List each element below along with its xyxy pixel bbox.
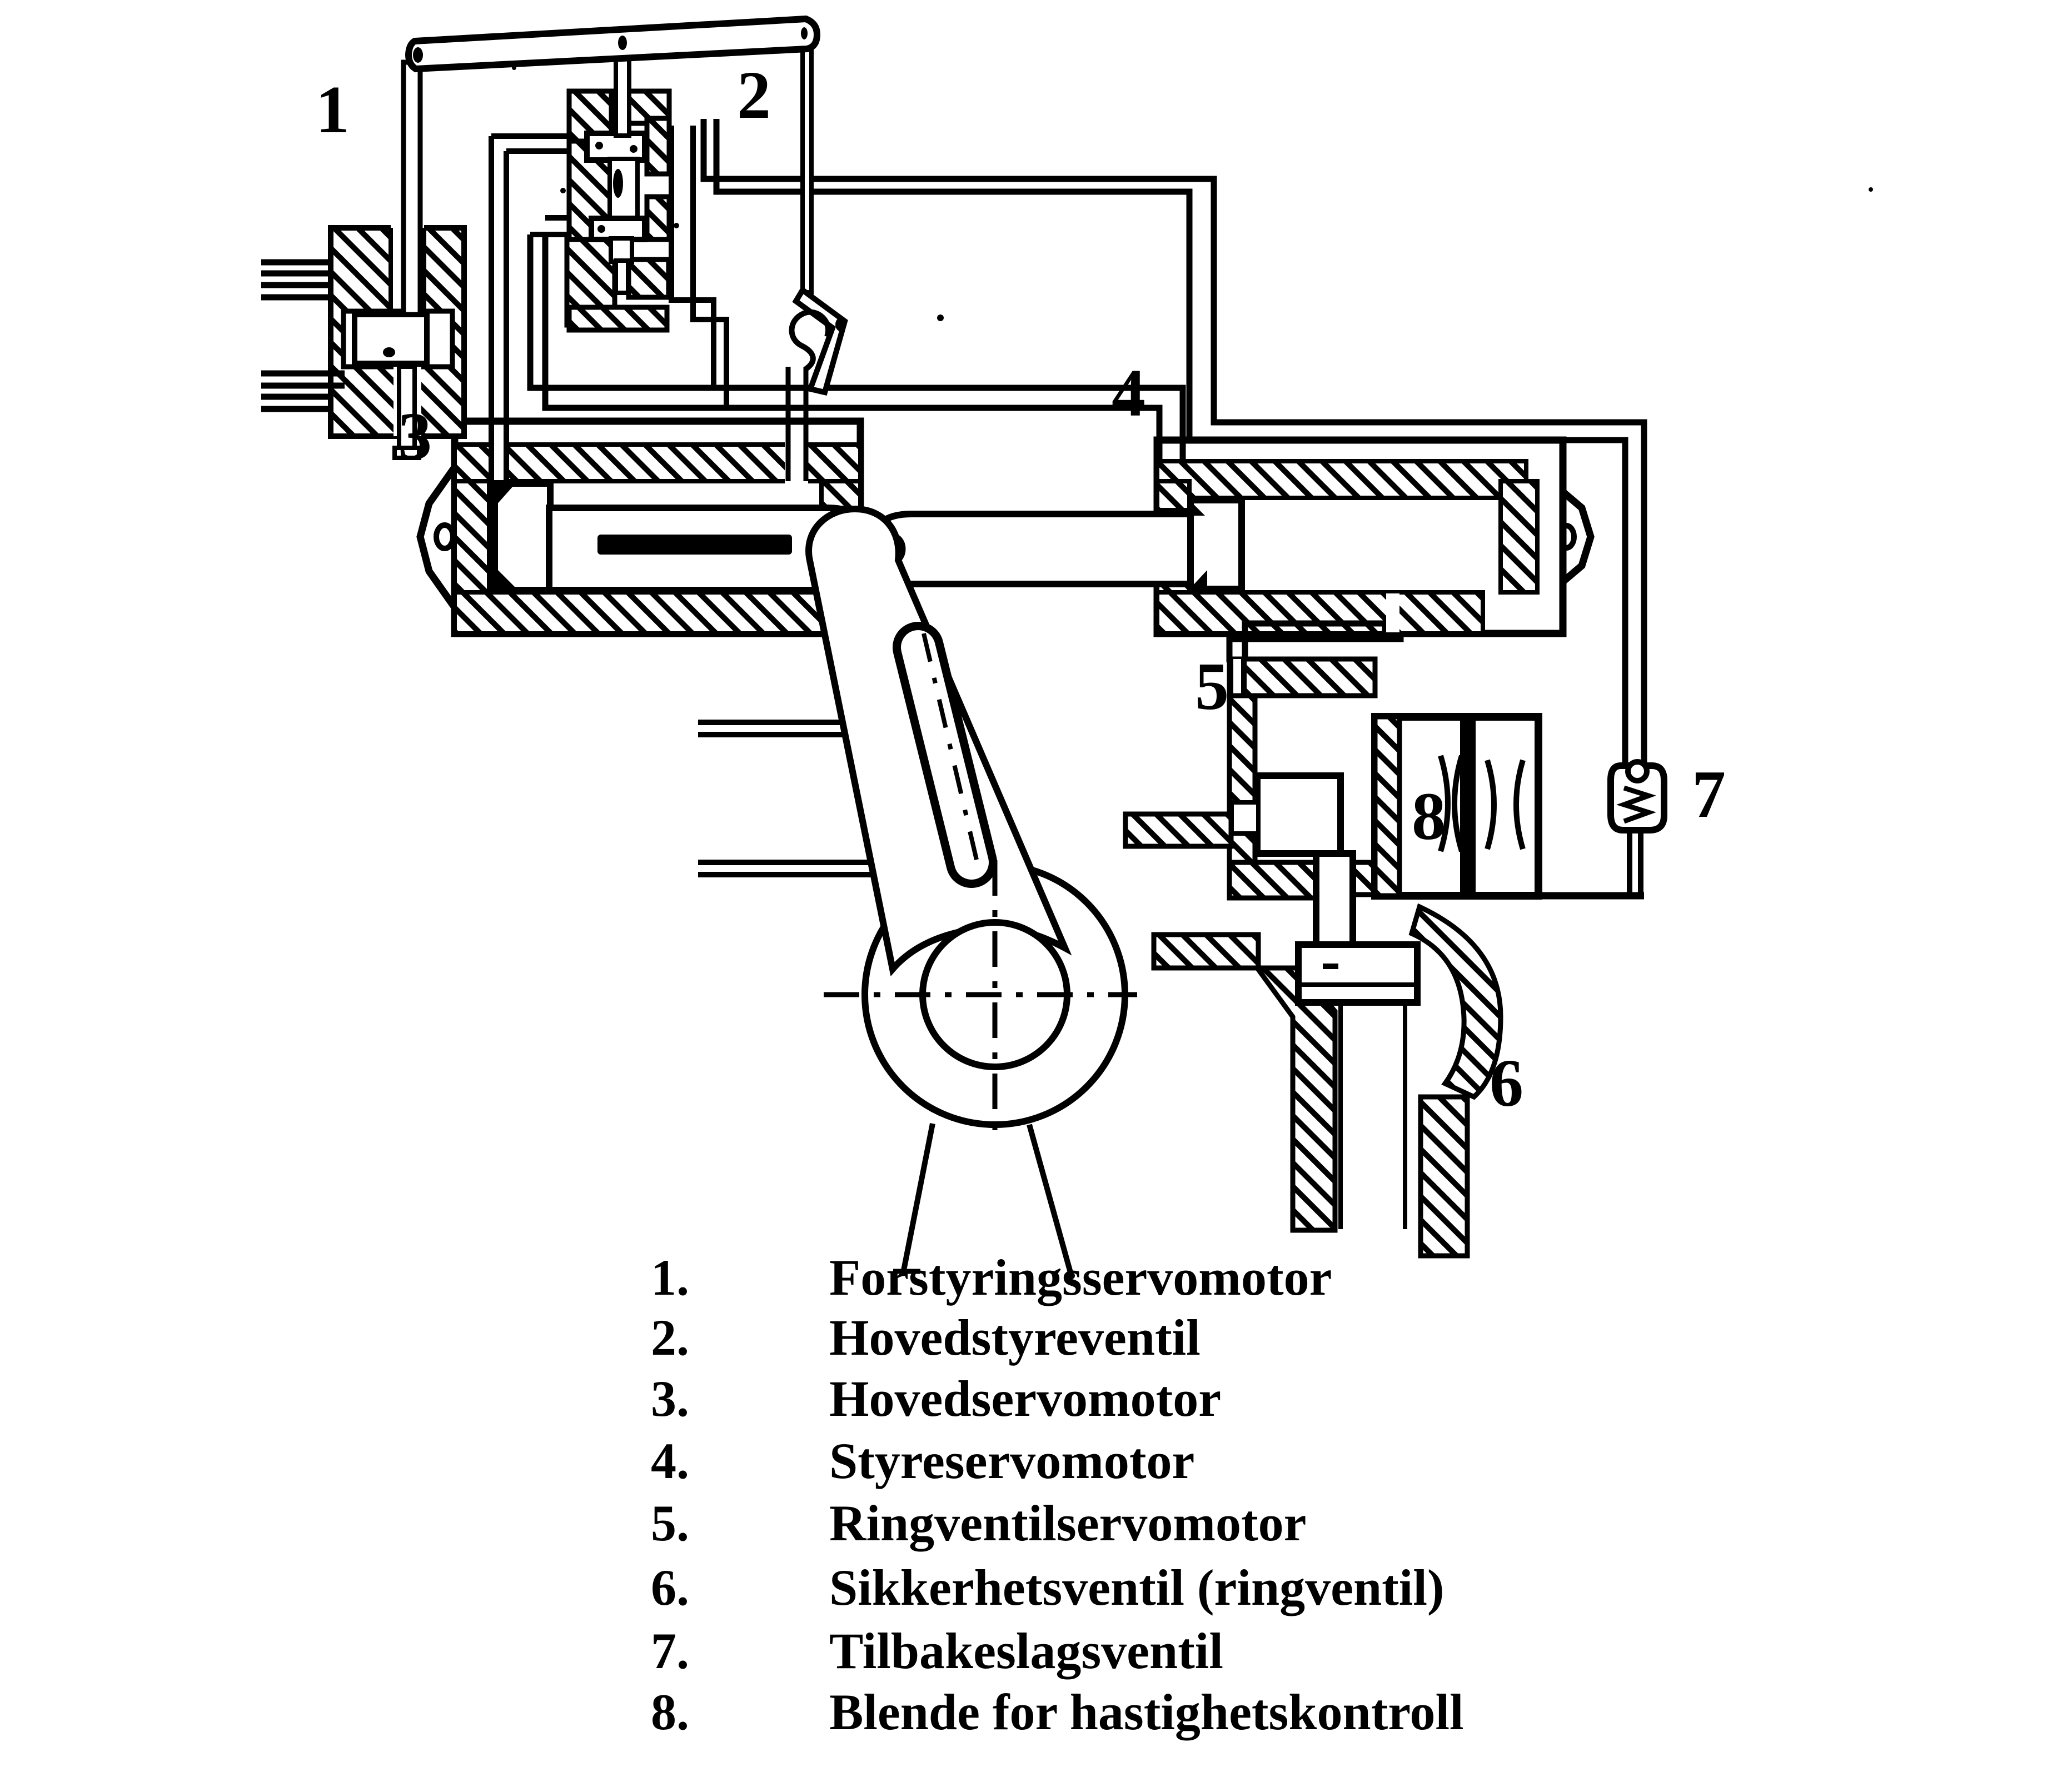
link-bar	[866, 511, 1194, 587]
lever-pivot-left	[413, 47, 423, 63]
pipe-lower-inner	[542, 234, 1163, 461]
pipe-upper-outer	[700, 119, 1647, 766]
rocker-lever-assembly	[401, 15, 848, 481]
legend-label-7: Tilbakeslagsventil	[829, 1623, 1223, 1679]
check-valve-ball	[1625, 759, 1650, 783]
check-valve	[1607, 759, 1667, 833]
legend-label-2: Hovedstyreventil	[829, 1309, 1201, 1366]
part-label-2: 2	[737, 58, 771, 133]
lever-pivot-right	[801, 27, 808, 39]
fork-slot	[901, 630, 989, 880]
connector45-inner	[1242, 620, 1388, 662]
speed-control-orifice	[1371, 713, 1542, 900]
ring-servo-piston	[1254, 772, 1344, 857]
feedback-crank	[792, 286, 848, 396]
legend-label-8: Blende for hastighetskontroll	[829, 1684, 1464, 1740]
legend-number-2: 2.	[651, 1309, 689, 1366]
servomotor3-bracket-hole	[434, 522, 456, 551]
bell-crank-and-hub	[805, 505, 1137, 1134]
legend-number-4: 4.	[651, 1432, 689, 1489]
main-control-valve	[564, 88, 672, 333]
check-valve-spring	[1616, 785, 1656, 824]
lever-pivot-middle	[618, 36, 627, 50]
connector45-outer	[1226, 631, 1404, 662]
safety-ring-valve	[1123, 811, 1503, 1259]
throttle-element	[1468, 713, 1542, 900]
valve-channel-b	[690, 126, 729, 408]
pilot-drive-rod	[401, 59, 423, 317]
scan-ink-streak	[597, 535, 792, 555]
part-label-1: 1	[316, 72, 350, 147]
pipe-lower-outer	[527, 234, 1186, 461]
part-label-4: 4	[1112, 356, 1145, 431]
casing-strip-upper	[1123, 811, 1234, 849]
scan-specks	[512, 66, 1873, 321]
valve-disc	[1295, 941, 1421, 1006]
part-label-6: 6	[1490, 1046, 1523, 1121]
crank-arm-lines	[893, 1123, 1075, 1279]
legend-number-3: 3.	[651, 1370, 689, 1427]
legend-number-8: 8.	[651, 1684, 689, 1740]
legend-label-4: Styreservomotor	[829, 1432, 1194, 1489]
legend-label-3: Hovedservomotor	[829, 1370, 1221, 1427]
part-label-8: 8	[1412, 779, 1446, 854]
legend-number-1: 1.	[651, 1249, 689, 1306]
legend: 1. Forstyringsservomotor 2. Hovedstyreve…	[651, 1249, 1464, 1740]
valve-pipe-wall-left	[1252, 965, 1338, 1233]
legend-label-1: Forstyringsservomotor	[829, 1249, 1332, 1306]
linkage-reference-lines	[698, 720, 893, 877]
pilot-servomotor	[261, 224, 467, 460]
pipe-break-squiggle	[789, 309, 831, 372]
pipe-upper-inner	[713, 119, 1193, 440]
valve-pipe-wall-right	[1418, 1094, 1470, 1259]
legend-label-6: Sikkerhetsventil (ringventil)	[829, 1559, 1445, 1616]
part-number-labels: 1 2 3 4 5 6 7 8	[316, 58, 1726, 1121]
pipe-around-inner	[1563, 437, 1628, 766]
valve-ball-chamber	[1408, 903, 1503, 1100]
ring-valve-servomotor	[1227, 656, 1378, 960]
feedback-rod	[800, 37, 814, 294]
part-label-5: 5	[1195, 649, 1229, 724]
part-label-7: 7	[1692, 757, 1726, 832]
legend-label-5: Ringventilservomotor	[829, 1495, 1307, 1551]
legend-number-7: 7.	[651, 1623, 689, 1679]
casing-strip-lower	[1151, 932, 1261, 971]
legend-number-5: 5.	[651, 1495, 689, 1551]
part-label-3: 3	[398, 399, 432, 474]
legend-number-6: 6.	[651, 1559, 689, 1616]
rocker-lever-bar	[405, 15, 821, 73]
